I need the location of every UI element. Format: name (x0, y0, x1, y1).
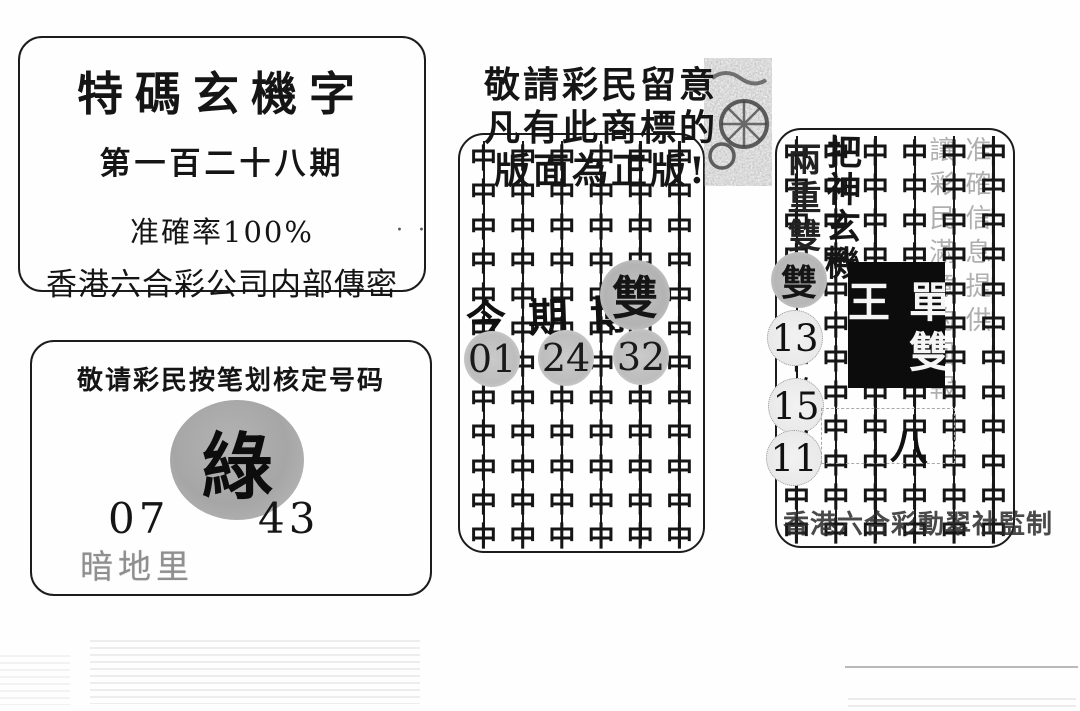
mystery-handwriting-overlay: 把神玄機 (818, 133, 863, 283)
zhong-column: 中中中中中中中中中中中中 (509, 137, 536, 551)
page-title: 特碼玄機字 (77, 67, 367, 121)
notice-line-2: 凡有此商標的 (484, 107, 719, 149)
number-badge: 11 (766, 430, 822, 486)
trademark-seal-stamp-icon (702, 58, 776, 190)
number-left: 07 (108, 494, 170, 543)
green-character: 綠 (200, 423, 273, 509)
double-label: 雙 (612, 271, 658, 325)
zhong-column: 中中中中中中中中中中中中 (980, 132, 1007, 546)
eight-hint-character: 八 (889, 422, 931, 471)
number-right: 43 (258, 494, 320, 543)
source-line: 香港六合彩公司内部傳密 (46, 267, 398, 303)
scan-noise (848, 698, 1076, 710)
stroke-count-notice: 敬请彩民按笔划核定号码 (76, 366, 385, 396)
double-circle-badge: 雙 (600, 260, 670, 330)
number-15: 15 (772, 384, 820, 428)
zhong-column: 中中中中中中中中中中中中 (941, 132, 968, 546)
number-badge: 15 (768, 378, 824, 434)
number-32: 32 (616, 335, 666, 379)
single-double-king-label: 單雙王 (848, 280, 945, 380)
number-01: 01 (467, 337, 517, 381)
double-label: 雙 (780, 262, 817, 304)
watermark-accurate-info: 准確信息提供 (961, 136, 991, 340)
publisher-line: 香港六合彩動翠社監制 (783, 510, 1054, 540)
scan-dots: · · (396, 218, 429, 243)
hint-rectangle (821, 408, 955, 464)
number-13: 13 (771, 316, 819, 360)
scan-noise (0, 655, 70, 705)
number-badge: 24 (538, 330, 594, 386)
number-badge: 32 (613, 329, 669, 385)
double-circle-badge: 雙 (771, 252, 827, 308)
right-zhong-panel: 讓彩民滿意的回報 准確信息提供 中中中中中中中中中中中中中中中中中中中中中中中中… (766, 128, 1052, 548)
zhong-column: 中中中中中中中中中中中中 (822, 132, 849, 546)
green-circle: 綠 (170, 400, 304, 520)
number-badge: 01 (464, 331, 520, 387)
number-badge: 13 (767, 310, 823, 366)
scan-noise (90, 640, 420, 704)
accuracy-line: 准確率100% (130, 215, 314, 249)
middle-zhong-panel: 中中中中中中中中中中中中中中中中中中中中中中中中中中中中中中中中中中中中中中中中… (458, 133, 705, 553)
scan-noise-line (845, 666, 1078, 668)
hint-phrase: 暗地里 (80, 547, 194, 586)
notice-line-3: 版面為正版! (494, 150, 708, 192)
special-code-mystery-box: 特碼玄機字 第一百二十八期 准確率100% 香港六合彩公司内部傳密 (18, 36, 426, 303)
number-11: 11 (770, 436, 818, 480)
single-double-king-box: 單雙王 (848, 262, 945, 388)
trademark-notice: 敬請彩民留意 凡有此商標的 版面為正版! (484, 64, 718, 193)
issue-number: 第一百二十八期 (99, 146, 345, 182)
double-weight-overlay: 兩重雙 (781, 142, 821, 256)
number-24: 24 (541, 336, 591, 380)
green-number-box: 敬请彩民按笔划核定号码 綠 07 43 暗地里 (30, 340, 432, 596)
zhong-column: 中中中中中中中中中中中中 (666, 137, 693, 551)
notice-line-1: 敬請彩民留意 (484, 64, 719, 106)
